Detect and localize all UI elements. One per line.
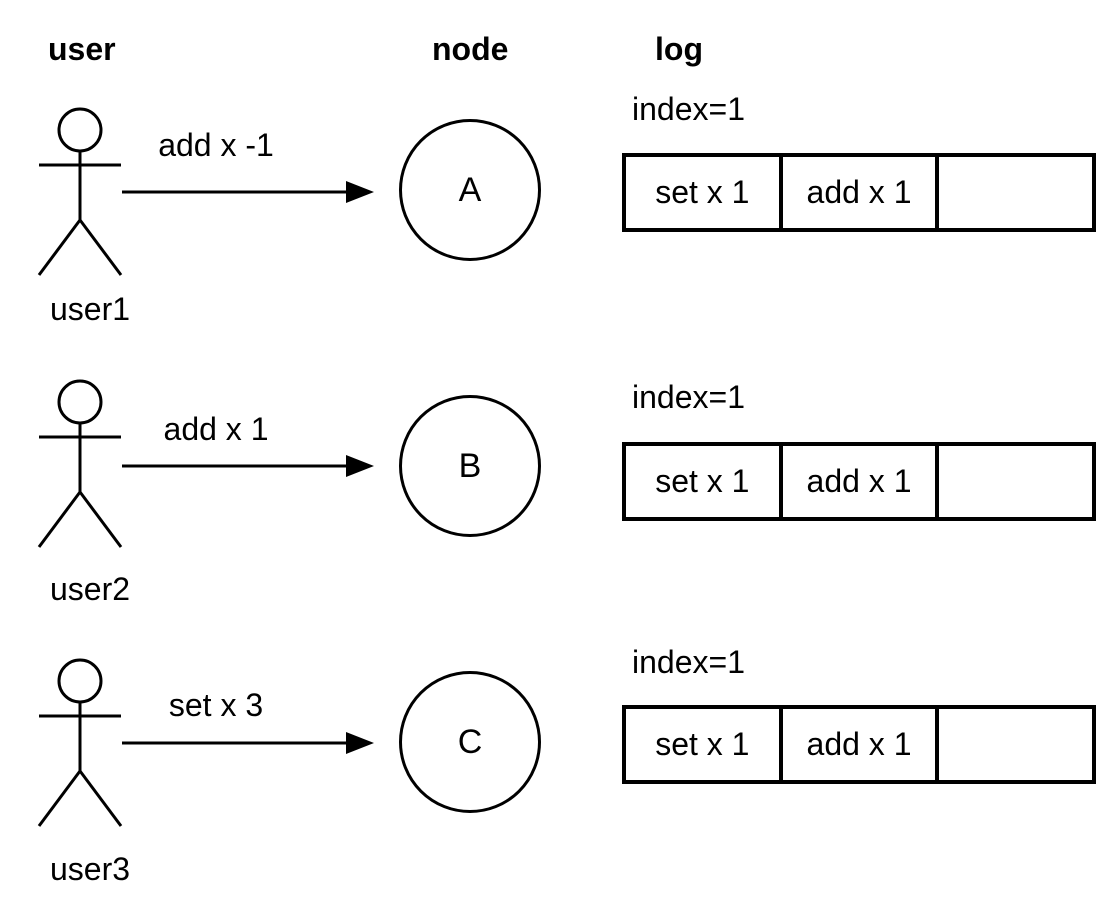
log-index-label: index=1 bbox=[632, 644, 745, 680]
log-index-label: index=1 bbox=[632, 91, 745, 127]
log-cell: set x 1 bbox=[655, 174, 750, 210]
node-circle: B bbox=[399, 395, 541, 537]
node-label: B bbox=[458, 446, 482, 485]
column-header-node: node bbox=[432, 31, 509, 67]
log-table: set x 1 add x 1 bbox=[622, 705, 1096, 784]
node-circle: C bbox=[399, 671, 541, 813]
log-cell: add x 1 bbox=[778, 157, 936, 228]
node-circle: A bbox=[399, 119, 541, 261]
log-index-label: index=1 bbox=[632, 379, 745, 415]
column-header-log: log bbox=[655, 31, 703, 67]
log-cell: add x 1 bbox=[778, 709, 936, 780]
log-cell: add x 1 bbox=[778, 446, 936, 517]
message-label: add x -1 bbox=[158, 127, 274, 163]
message-label: set x 3 bbox=[168, 687, 264, 723]
message-label: add x 1 bbox=[163, 411, 269, 447]
actor-label: user1 bbox=[49, 291, 131, 327]
column-header-user: user bbox=[48, 31, 116, 67]
actor-label: user2 bbox=[49, 571, 131, 607]
log-cell bbox=[935, 446, 1092, 517]
log-cell: set x 1 bbox=[655, 463, 750, 499]
log-table: set x 1 add x 1 bbox=[622, 153, 1096, 232]
actor-label: user3 bbox=[49, 851, 131, 887]
node-label: C bbox=[457, 722, 483, 761]
log-cell bbox=[935, 709, 1092, 780]
arrow-right-icon bbox=[122, 732, 374, 754]
arrow-right-icon bbox=[122, 455, 374, 477]
log-cell bbox=[935, 157, 1092, 228]
stick-figure-icon bbox=[37, 107, 123, 276]
stick-figure-icon bbox=[37, 379, 123, 548]
arrow-right-icon bbox=[122, 181, 374, 203]
log-table: set x 1 add x 1 bbox=[622, 442, 1096, 521]
log-cell: set x 1 bbox=[655, 726, 750, 762]
stick-figure-icon bbox=[37, 658, 123, 827]
node-label: A bbox=[458, 170, 482, 209]
